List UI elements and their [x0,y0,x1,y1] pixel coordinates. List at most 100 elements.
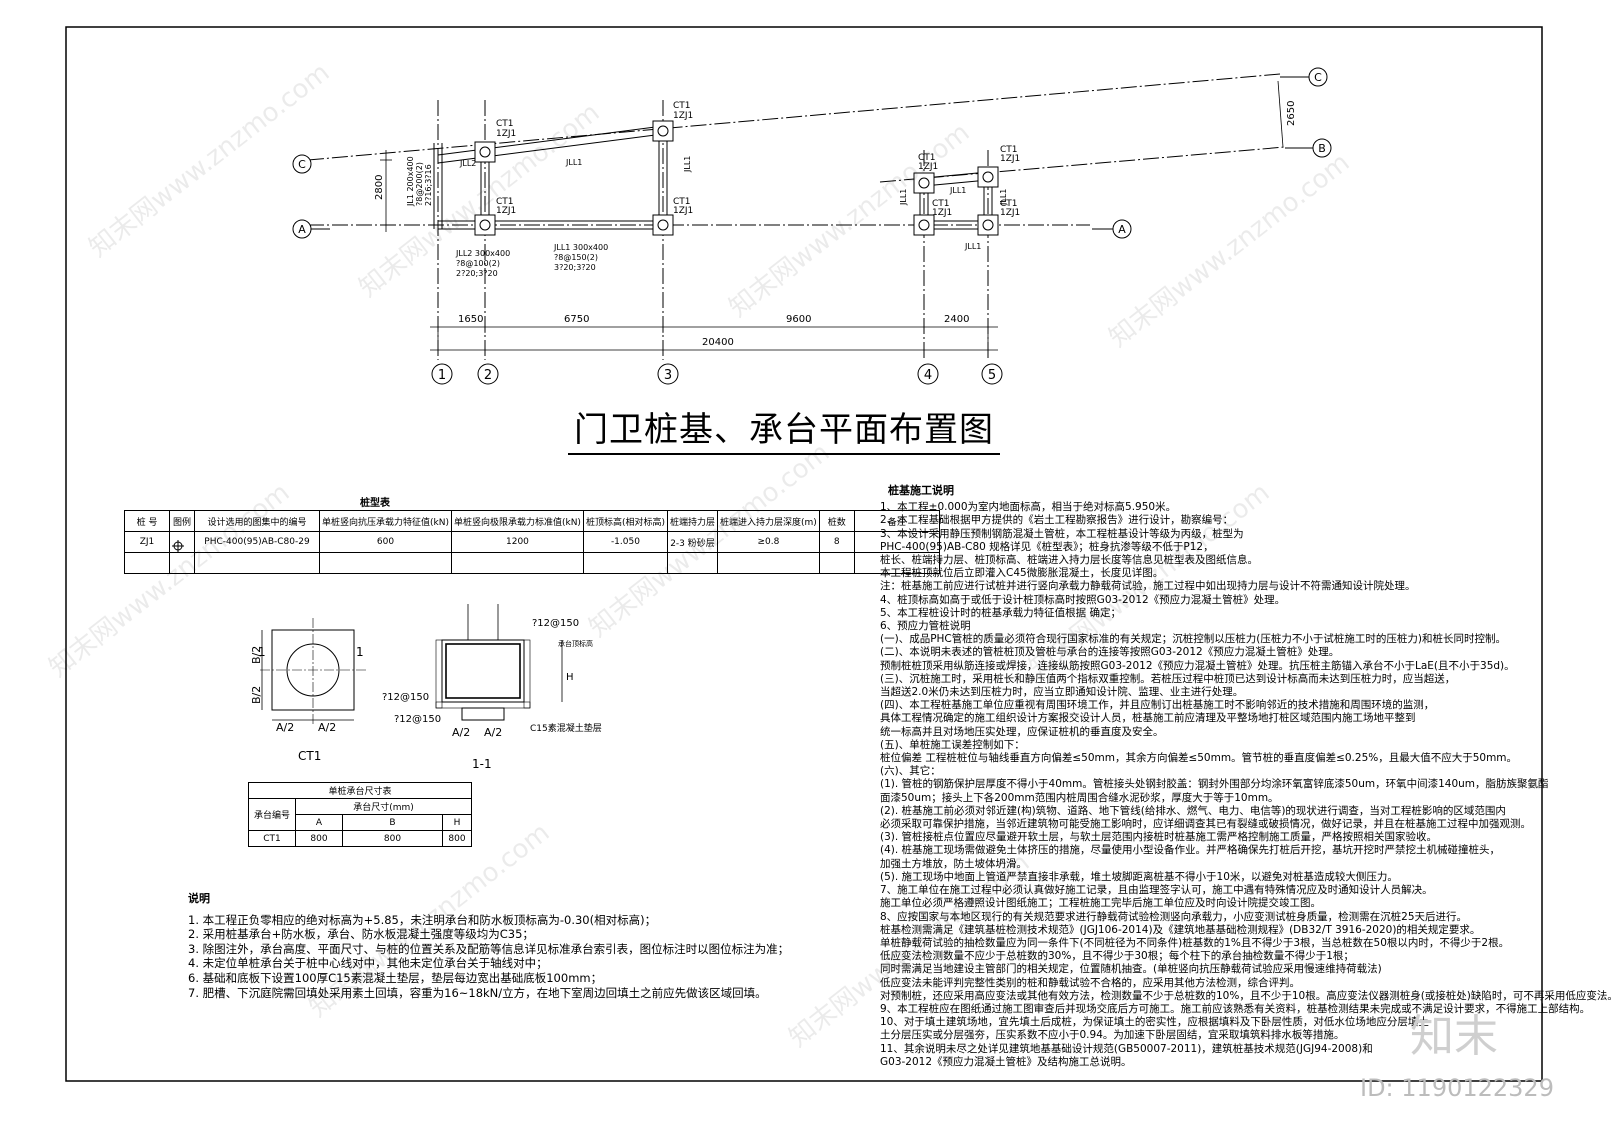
svg-text:B/2: B/2 [250,646,263,664]
note-line: 7. 肥槽、下沉庭院需回填处采用素土回填，容重为16~18kN/立方，在地下室周… [188,985,767,1000]
cap-labels: CT1 1ZJ1 CT1 1ZJ1 CT1 1ZJ1 CT1 1ZJ1 CT1 … [496,101,1020,218]
axis-label-4: 4 [924,368,932,383]
svg-text:CT1: CT1 [918,153,936,163]
grid-line-c [307,73,1281,161]
dim-9600: 9600 [786,314,811,325]
note-line: 加强土方堆放，防土坡体坍滑。 [880,857,1027,870]
note-line: 注：桩基施工前应进行试桩并进行竖向承载力静载荷试验，施工过程中如出现持力层与设计… [880,580,1416,593]
note-line: 6、预应力管桩说明 [880,620,971,633]
note-line: 本工程桩顶就位后立即灌入C45微膨胀混凝土，长度见详图。 [880,567,1164,580]
note-line: (五)、单桩施工误差控制如下： [880,738,1025,751]
dim-1650: 1650 [458,314,483,325]
svg-text:1ZJ1: 1ZJ1 [932,208,952,218]
dim-2400: 2400 [944,314,969,325]
note-line: 必须采取可靠保护措施，当邻近建筑物可能受施工影响时，应详细调查其已有裂缝或破损情… [880,818,1531,831]
svg-text:CT1: CT1 [1000,199,1018,209]
pile-notes-heading: 桩基施工说明 [888,484,954,497]
svg-text:?12@150: ?12@150 [382,692,429,703]
table-row-empty [124,552,940,574]
axis-label-3: 3 [664,368,672,383]
note-line: 低应变法检测数量不应少于总桩数的30%，且不得少于30根；每个柱下的承台抽检数量… [880,950,1354,963]
axis-label-2: 2 [484,368,492,383]
svg-text:A/2: A/2 [318,721,336,734]
beam-labels: JLL2 JLL1 JLL1 JLL1 JLL1 JLL1 JLL1 JL1 2… [406,156,1008,278]
svg-text:承台顶标高: 承台顶标高 [558,639,593,648]
svg-text:1ZJ1: 1ZJ1 [673,206,693,216]
note-line: 桩位偏差 工程桩桩位与轴线垂直方向偏差≤50mm，其余方向偏差≤50mm。管节桩… [880,752,1518,765]
svg-text:1ZJ1: 1ZJ1 [496,129,516,139]
note-line: 1、本工程±0.000为室内地面标高，相当于绝对标高5.950米。 [880,501,1177,514]
note-line: 施工单位必须严格遵照设计图纸施工；工程桩施工完毕后施工单位应及时向设计院提交竣工… [880,897,1321,910]
svg-text:2?16;3?16: 2?16;3?16 [424,164,433,206]
cap-size-table: 单桩承台尺寸表 承台编号 承台尺寸(mm) A B H CT1 800 800 … [248,782,472,847]
svg-text:A/2: A/2 [484,726,502,739]
note-line: 低应变法未能评判完整性类别的桩和静载试验不合格的，应采用其他方法检测，综合评判。 [880,976,1300,989]
svg-text:CT1: CT1 [932,199,950,209]
svg-text:1: 1 [356,645,364,659]
note-line: (5). 施工现场中地面上管道严禁直接非承载，堆土坡脚距离桩基不得小于10米，以… [880,870,1398,883]
svg-text:3?20;3?20: 3?20;3?20 [554,263,596,272]
note-line: 统一标高并且对场地压实处理，应保证桩机的垂直度及安全。 [880,725,1164,738]
note-line: 2、本工程基础根据甲方提供的《岩土工程勘察报告》进行设计，勘察编号： [880,514,1234,527]
note-line: 当超送2.0米仍未达到压桩力时，应当立即通知设计院、监理、业主进行处理。 [880,686,1244,699]
svg-text:?8@150(2): ?8@150(2) [554,253,598,262]
pile-table-header: 桩 号 图例 设计选用的图集中的编号 单桩竖向抗压承载力特征值(kN) 单桩竖向… [124,510,940,532]
note-line: (二)、本说明未表述的管桩桩顶及管桩与承台的连接等按照G03-2012《预应力混… [880,646,1340,659]
axis-bubbles [292,67,1332,385]
note-line: 预制桩桩顶采用纵筋连接或焊接，连接纵筋按照G03-2012《预应力混凝土管桩》处… [880,659,1515,672]
note-line: 9、本工程桩应在图纸通过施工图审查后并现场交底后方可施工。施工前应该熟悉有关资料… [880,1002,1591,1015]
general-notes: 说明 1. 本工程正负零相应的绝对标高为+5.85，未注明承台和防水板顶标高为-… [188,892,789,1000]
svg-text:1ZJ1: 1ZJ1 [496,206,516,216]
page-title: 门卫桩基、承台平面布置图 [568,402,1000,455]
svg-text:JLL1 300x400: JLL1 300x400 [553,243,608,252]
svg-text:CT1: CT1 [673,197,691,207]
svg-text:?12@150: ?12@150 [532,618,579,629]
sheet-border [65,26,1543,1082]
svg-text:CT1: CT1 [298,749,321,763]
axis-label-1: 1 [438,368,446,383]
svg-text:JLL1: JLL1 [949,186,966,195]
svg-text:2?20;3?20: 2?20;3?20 [456,269,498,278]
id-tag: ID: 1190122329 [1360,1074,1554,1102]
note-line: (三)、沉桩施工时，采用桩长和静压值两个指标双重控制。若桩压过程中桩顶已达到设计… [880,672,1456,685]
note-line: (六)、其它： [880,765,941,778]
note-line: 具体工程情况确定的施工组织设计方案报交设计人员，桩基施工前应清理及平整场地打桩区… [880,712,1416,725]
svg-text:JL1 200x400: JL1 200x400 [406,156,415,207]
note-line: (3). 管桩接桩点位置应尽量避开软土层，与软土层范围内接桩时桩基施工需严格控制… [880,831,1438,844]
svg-text:1ZJ1: 1ZJ1 [1000,154,1020,164]
pile-caps [474,120,999,236]
svg-text:1ZJ1: 1ZJ1 [1000,208,1020,218]
svg-text:A/2: A/2 [452,726,470,739]
note-line: PHC-400(95)AB-C80 规格详见《桩型表》；桩身抗渗等级不低于P12… [880,540,1214,553]
note-line: 土分层压实或分层强夯，压实系数不应小于0.94。为加速下卧层固结，宜采取填筑料排… [880,1029,1345,1042]
svg-text:B/2: B/2 [250,686,263,704]
note-line: 桩基检测需满足《建筑基桩检测技术规范》(JGJ106-2014)及《建筑地基基础… [880,923,1481,936]
note-line: (四)、本工程桩基施工单位应重视有周围环境工作，并且应制订出桩基施工时不影响邻近… [880,699,1435,712]
note-line: (1). 管桩的钢筋保护层厚度不得小于40mm。管桩接头处钢封胶盖：钢封外围部分… [880,778,1549,791]
axis-label-b-right: B [1318,142,1326,155]
svg-text:JLL1: JLL1 [999,189,1008,206]
svg-text:1ZJ1: 1ZJ1 [673,111,693,121]
note-line: 3、本设计采用静压预制钢筋混凝土管桩，本工程桩基设计等级为丙级，桩型为 [880,527,1244,540]
note-line: G03-2012《预应力混凝土管桩》及结构施工总说明。 [880,1055,1132,1068]
note-line: 8、应按国家与本地区现行的有关规范要求进行静载荷试验检测竖向承载力，小应变测试桩… [880,910,1468,923]
pile-table-caption: 桩型表 [360,498,390,509]
svg-text:CT1: CT1 [496,197,514,207]
svg-text:CT1: CT1 [1000,145,1018,155]
note-line: (一)、成品PHC管桩的质量必须符合现行国家标准的有关规定；沉桩控制以压桩力(压… [880,633,1506,646]
note-line: 5、本工程桩设计时的桩基承载力特征值根据 确定； [880,606,1122,619]
svg-text:?8@100(2): ?8@100(2) [456,259,500,268]
svg-text:JLL2: JLL2 [459,159,476,168]
svg-text:1-1: 1-1 [472,757,492,771]
axis-label-a-right: A [1118,223,1126,236]
svg-text:?8@200(2): ?8@200(2) [415,162,424,206]
note-line: 11、其余说明未尽之处详见建筑地基基础设计规范(GB50007-2011)，建筑… [880,1042,1373,1055]
axis-label-c-left: C [298,158,306,171]
axis-label-c-right: C [1314,71,1322,84]
note-line: 10、对于填土建筑场地，宜先填土后成桩，为保证填土的密实性，应根据填料及下卧层性… [880,1016,1429,1029]
note-line: 桩长、桩端持力层、桩顶标高、桩端进入持力层长度等信息见桩型表及图纸信息。 [880,554,1258,567]
svg-text:H: H [566,672,574,683]
note-line: 2. 采用桩基承台+防水板，承台、防水板混凝土强度等级均为C35； [188,927,534,942]
